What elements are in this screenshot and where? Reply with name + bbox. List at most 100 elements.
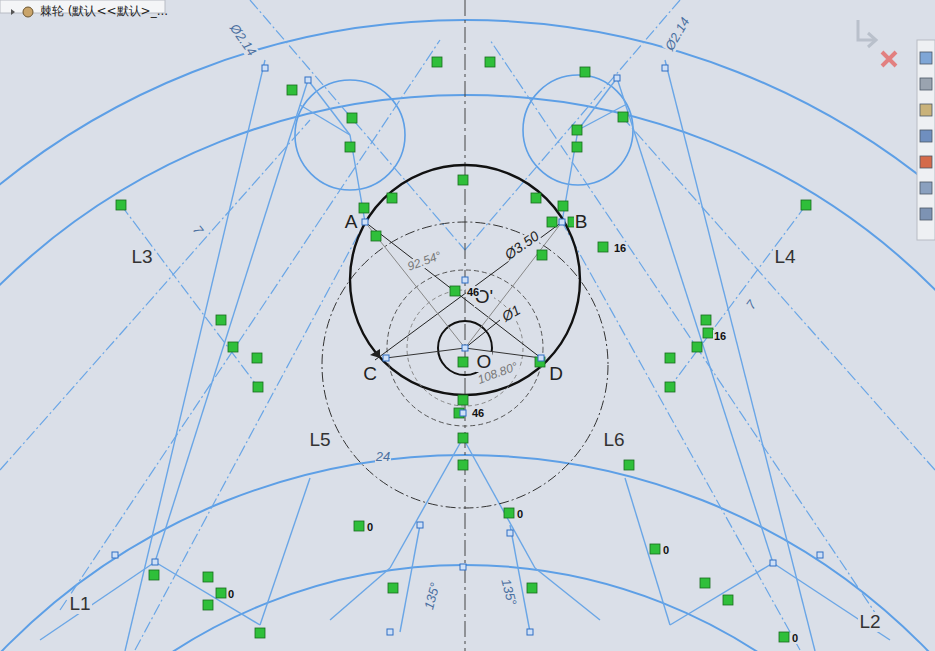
point-label: B (574, 212, 589, 233)
angle-dimension: 92.54° (404, 250, 443, 275)
toolbar-icon (920, 208, 932, 220)
relation-badge (801, 200, 811, 210)
relation-badge (354, 521, 364, 531)
feature-tree-item: 棘轮 (默认<<默认>_... (40, 5, 168, 18)
relation-badge (359, 203, 369, 213)
relation-badge (458, 357, 468, 367)
relation-badge (253, 382, 263, 392)
relation-badge (458, 395, 468, 405)
point-label: D (548, 364, 564, 385)
sketch-point (305, 77, 311, 83)
relation-badge (216, 315, 226, 325)
relation-badge (387, 193, 397, 203)
line-label: L3 (130, 247, 153, 268)
relation-badge (345, 142, 355, 152)
relation-count: 0 (227, 588, 235, 600)
relation-badge (203, 600, 213, 610)
part-icon (23, 7, 33, 17)
relation-badge (458, 433, 468, 443)
relation-badge (203, 572, 213, 582)
relation-badge (700, 578, 710, 588)
relation-badge (531, 193, 541, 203)
relation-badge (388, 583, 398, 593)
relation-badge (692, 342, 702, 352)
relation-badge (618, 112, 628, 122)
relation-badge (458, 460, 468, 470)
toolbar-icon (920, 52, 932, 64)
relation-badge (432, 57, 442, 67)
sketch-point (559, 219, 565, 225)
relation-badge (458, 175, 468, 185)
relation-count: 16 (613, 242, 627, 254)
toolbar-icon (920, 130, 932, 142)
dimension-text: 7 (743, 297, 760, 313)
relation-badge (572, 125, 582, 135)
sketch-point (112, 552, 118, 558)
relation-count: 46 (471, 407, 485, 419)
relation-badge (287, 85, 297, 95)
relation-badge (116, 200, 126, 210)
relation-count: 16 (713, 330, 727, 342)
relation-badge (216, 588, 226, 598)
sketch-point (817, 552, 823, 558)
sketch-point (614, 75, 620, 81)
toolbar-icon (920, 104, 932, 116)
relation-count: 46 (466, 286, 480, 298)
relation-badge (149, 570, 159, 580)
sketch-point (662, 65, 668, 71)
relation-badge (665, 353, 675, 363)
toolbar-icon (920, 78, 932, 90)
relation-badge (624, 460, 634, 470)
relation-badge (779, 632, 789, 642)
sketch-point (460, 410, 466, 416)
line-label: L6 (602, 430, 625, 451)
dimension-text: 24 (375, 450, 391, 464)
sketch-point (462, 277, 468, 283)
relation-badge (572, 142, 582, 152)
line-label: L4 (773, 247, 796, 268)
sketch-point (460, 564, 466, 570)
relation-count: 0 (516, 508, 524, 520)
sketch-point (152, 559, 158, 565)
sketch-point (507, 530, 513, 536)
relation-badge (723, 595, 733, 605)
toolbar-icon (920, 156, 932, 168)
point-label: A (344, 212, 359, 233)
relation-count: 0 (791, 632, 799, 644)
relation-badge (228, 342, 238, 352)
relation-badge (703, 328, 713, 338)
line-label: L1 (68, 594, 91, 615)
toolbar-icon (920, 182, 932, 194)
sketch-point (462, 345, 468, 351)
relation-badges (116, 57, 811, 642)
relation-badge (537, 250, 547, 260)
center-geometry (322, 165, 608, 508)
dimension-text: 135° (421, 580, 442, 612)
point-label: C (362, 364, 378, 385)
relation-badge (558, 201, 568, 211)
sketch-point (262, 65, 268, 71)
relation-badge (547, 217, 557, 227)
line-label: L2 (858, 612, 881, 633)
sketch-point (538, 355, 544, 361)
dimension-text: 135° (497, 576, 518, 608)
relation-badge (650, 544, 660, 554)
right-toolbar (917, 40, 935, 240)
relation-badge (450, 286, 460, 296)
relation-badge (347, 113, 357, 123)
expand-arrow (11, 9, 15, 15)
relation-badge (371, 231, 381, 241)
relation-badge (701, 315, 711, 325)
sketch-point (417, 522, 423, 528)
sketch-point (383, 355, 389, 361)
centerline (465, 0, 466, 651)
sketch-point (527, 629, 533, 635)
relation-badge (527, 583, 537, 593)
dimension-text: Ø2.14 (226, 21, 259, 60)
dimension-text: 7 (190, 222, 207, 238)
relation-badge (485, 57, 495, 67)
confirmation-corner (858, 20, 896, 66)
relation-count: 0 (366, 521, 374, 533)
